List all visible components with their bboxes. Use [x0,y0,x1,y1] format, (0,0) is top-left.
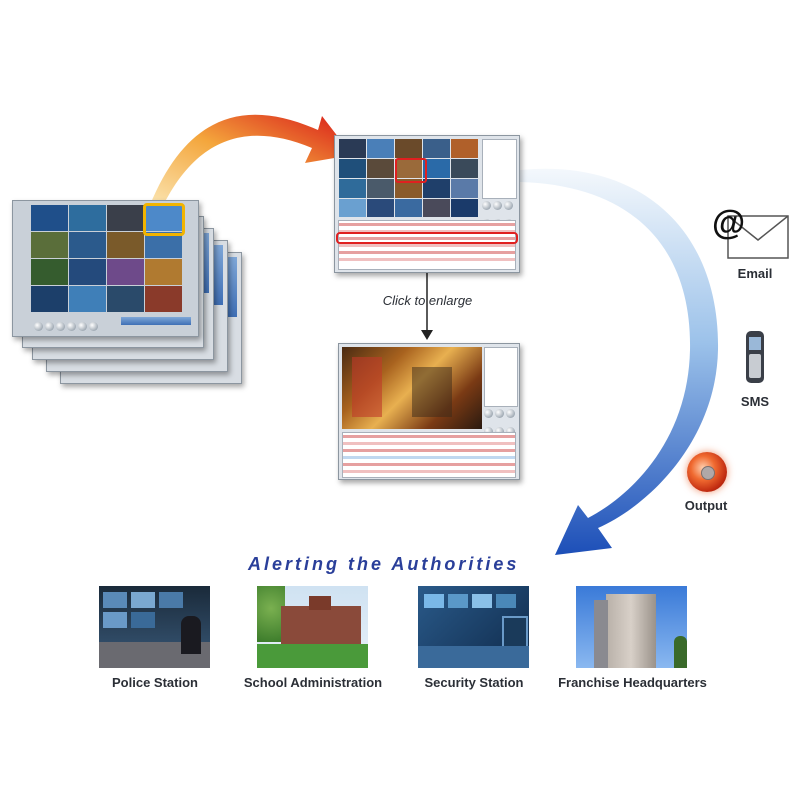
alarm-light-icon [687,452,727,492]
blue-flow-arrow [520,168,719,555]
email-icon: @ [712,204,790,262]
highlighted-camera-top [395,158,427,183]
at-sign-icon: @ [712,204,746,242]
police-station-photo [99,586,210,668]
destination-label-franchise-headquarters: Franchise Headquarters [558,675,707,690]
enlarged-camera-view [342,347,482,429]
destination-label-security-station: Security Station [424,675,524,690]
highlighted-camera [143,203,185,236]
destination-label-school-administration: School Administration [243,675,383,690]
enlarged-view-screen [338,343,520,480]
school-administration-photo [257,586,368,668]
email-label: Email [737,266,773,281]
device-list-panel [482,139,517,199]
monitor-window-front [12,200,199,337]
franchise-headquarters-photo [576,586,687,668]
orange-flow-arrow [150,114,352,208]
security-station-photo [418,586,529,668]
camera-grid-top [339,139,479,217]
camera-grid [31,205,183,313]
output-label: Output [684,498,728,513]
mobile-phone-icon [744,330,766,384]
alarm-log-screen [334,135,520,273]
click-to-enlarge-label: Click to enlarge [382,293,473,308]
destination-label-police-station: Police Station [112,675,198,690]
event-log-table [338,220,516,270]
highlighted-log-row [336,232,518,244]
sms-label: SMS [740,394,770,409]
alert-title: Alerting the Authorities [248,554,520,574]
enlarge-arrow-head [421,330,433,340]
